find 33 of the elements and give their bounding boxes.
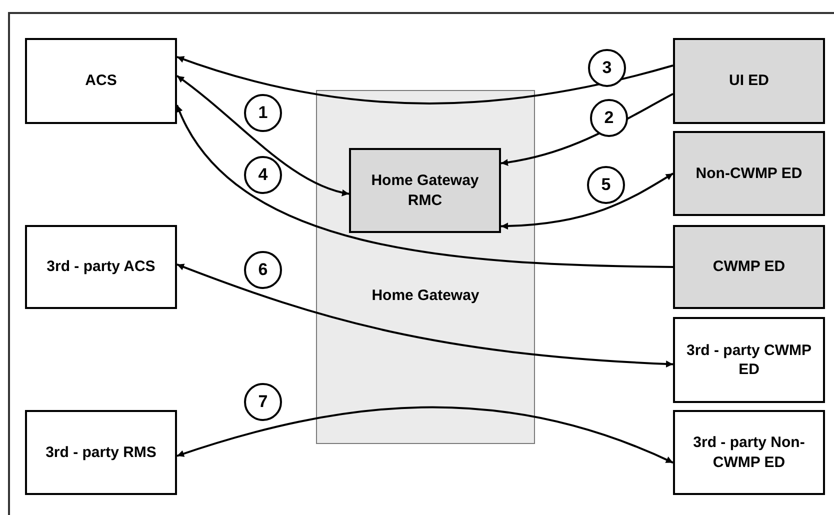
- box-label: Home Gateway RMC: [370, 171, 480, 210]
- box-label: UI ED: [728, 71, 769, 91]
- box-label: Non-CWMP ED: [696, 164, 802, 184]
- container-box: [316, 90, 535, 444]
- edge-label: 1: [244, 94, 282, 132]
- device-box: [25, 225, 177, 309]
- device-box: [673, 317, 825, 403]
- device-box: [25, 410, 177, 495]
- device-box: [349, 148, 501, 233]
- arrow: [176, 264, 674, 368]
- box-label: CWMP ED: [712, 257, 786, 277]
- device-box: [673, 38, 825, 124]
- edge-label: 2: [590, 99, 628, 137]
- edge-label: 3: [588, 49, 626, 87]
- edge-label: 7: [244, 383, 282, 421]
- edge-label: 6: [244, 251, 282, 289]
- box-label: 3rd - party ACS: [46, 257, 156, 277]
- box-label: 3rd - party CWMP ED: [685, 340, 812, 380]
- arrow: [500, 172, 674, 230]
- arrow: [176, 104, 674, 268]
- arrow: [176, 75, 350, 196]
- device-box: [673, 131, 825, 216]
- box-label: 3rd - party RMS: [46, 442, 156, 462]
- device-box: [673, 225, 825, 309]
- edge-label: 4: [244, 156, 282, 194]
- box-label: 3rd - party Non-CWMP ED: [692, 433, 806, 472]
- container-label: Home Gateway: [370, 287, 480, 306]
- arrow: [176, 406, 674, 464]
- arrow: [176, 56, 674, 104]
- device-box: [673, 410, 825, 495]
- device-box: [25, 38, 177, 124]
- edge-label: 5: [587, 166, 625, 204]
- box-label: ACS: [85, 71, 117, 91]
